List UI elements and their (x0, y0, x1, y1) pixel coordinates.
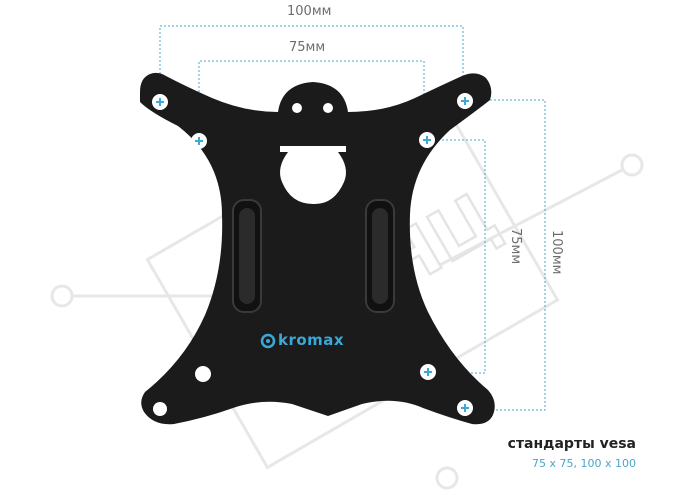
dimension-label-top-inner: 75мм (289, 40, 325, 55)
brand-logo-icon (260, 333, 276, 349)
screw-marker-icon (419, 132, 435, 148)
screw-marker-icon (457, 400, 473, 416)
caption-subtitle: 75 x 75, 100 x 100 (532, 457, 636, 470)
brand-logo-text: kromax (278, 331, 345, 349)
dimension-label-top-outer: 100мм (287, 4, 331, 19)
dimension-label-right-inner: 75мм (508, 228, 523, 264)
screw-markers (152, 93, 473, 416)
dimension-label-right-outer: 100мм (549, 230, 564, 274)
dimension-top-outer (159, 25, 464, 78)
mounting-plate (140, 72, 495, 425)
screw-marker-icon (457, 93, 473, 109)
screw-marker-icon (191, 133, 207, 149)
dimension-right-outer (478, 99, 546, 411)
caption-title: стандарты vesa (507, 436, 636, 452)
screw-marker-icon (152, 94, 168, 110)
screw-marker-icon (420, 364, 436, 380)
